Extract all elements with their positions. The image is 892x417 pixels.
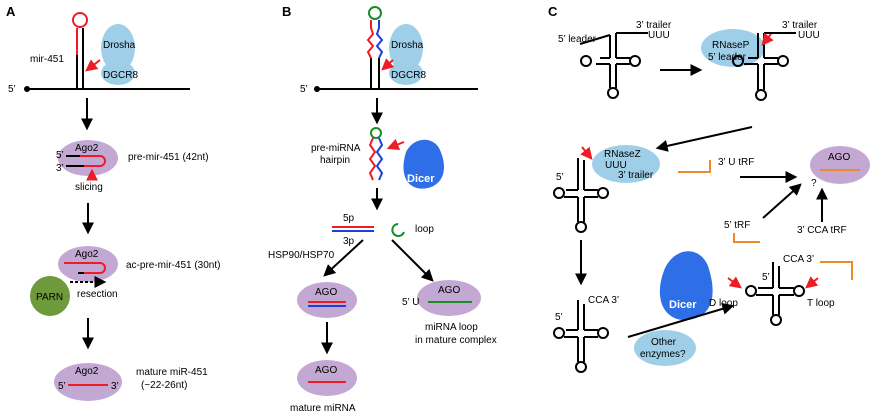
panel-c-text: 5’ leader 3’ trailer UUU (558, 20, 672, 45)
a-mature-five: 5’ (58, 381, 66, 392)
resection-label: resection (77, 289, 118, 300)
c-five-prime-2: 5’ (555, 312, 563, 323)
trna-rnasez (553, 158, 609, 233)
mirna-loop-label-1: miRNA loop (425, 322, 478, 333)
three-trailer-label-3: 3’ trailer (618, 170, 654, 181)
trna-mature (553, 300, 609, 373)
five-u-label: 5’ U (402, 297, 419, 308)
d-loop-label: D loop (709, 298, 738, 309)
other-label-1: Other (651, 337, 677, 348)
three-trailer-label-2: 3’ trailer (782, 20, 818, 31)
a-five-prime: 5’ (8, 84, 16, 95)
a-mature-three: 3’ (111, 381, 119, 392)
pre-mir451-label: pre-mir-451 (42nt) (128, 152, 209, 163)
other-enzymes-shape (634, 330, 696, 366)
dicer-shape-c (659, 251, 713, 321)
three-u-trf-label: 3’ U tRF (718, 157, 754, 168)
cca-label-1: CCA 3’ (588, 295, 619, 306)
three-trailer-label-1: 3’ trailer (636, 20, 672, 31)
t-loop-label: T loop (807, 298, 835, 309)
c-five-prime-1: 5’ (556, 172, 564, 183)
drosha-label: Drosha (103, 40, 136, 51)
b-drosha-label: Drosha (391, 40, 424, 51)
mature-mirna-label: mature miRNA (290, 403, 356, 414)
ago2-label-2: Ago2 (75, 249, 99, 260)
slicing-label: slicing (75, 182, 103, 193)
three-cca-trf-label: 3’ CCA tRF (797, 225, 847, 236)
3p-label: 3p (343, 236, 355, 247)
pre-mirna-label: pre-miRNA (311, 143, 361, 154)
a-pre-three: 3’ (56, 163, 64, 174)
loop-label: loop (415, 224, 434, 235)
rnasez-shape (592, 145, 660, 183)
c-ago-shape (810, 146, 870, 184)
drosha-shape (101, 24, 135, 72)
dicer-shape-b (403, 139, 444, 189)
b-dicer-label: Dicer (407, 173, 435, 185)
dgcr8-label: DGCR8 (103, 70, 138, 81)
panel-a: Drosha DGCR8 mir-451 5’ Ago2 5’ 3’ slici… (8, 12, 220, 401)
c-dicer-label: Dicer (669, 299, 697, 311)
ago2-label-3: Ago2 (75, 366, 99, 377)
rnasep-label: RNaseP (712, 40, 750, 51)
five-trf-label: 5’ tRF (724, 220, 750, 231)
panel-label-b: B (282, 4, 291, 19)
c-five-prime-3: 5’ (762, 272, 770, 283)
cca-label-2: CCA 3’ (783, 254, 814, 265)
panel-c (579, 32, 648, 99)
parn-label: PARN (36, 292, 63, 303)
b-dgcr8-label: DGCR8 (391, 70, 426, 81)
b-five-prime: 5’ (300, 84, 308, 95)
mirna-loop-label-2: in mature complex (415, 335, 497, 346)
uuu-label-3: UUU (605, 160, 627, 171)
trna-cleavage (745, 262, 805, 326)
rnasez-label: RNaseZ (604, 149, 641, 160)
ac-pre-label: ac-pre-mir-451 (30nt) (126, 260, 220, 271)
b-ago-2: AGO (438, 285, 460, 296)
a-pre-five: 5’ (56, 150, 64, 161)
mature-mir451-label: mature miR-451 (136, 367, 208, 378)
hairpin-label: hairpin (320, 155, 350, 166)
hsp-label: HSP90/HSP70 (268, 250, 335, 261)
b-ago-1: AGO (315, 287, 337, 298)
mature-length-label: (~22-26nt) (141, 380, 187, 391)
5p-label: 5p (343, 213, 355, 224)
dgcr8-shape (101, 61, 135, 85)
five-leader-label-2: 5’ leader (708, 52, 747, 63)
trna-precursor (580, 32, 648, 99)
question-label: ? (811, 178, 817, 189)
five-leader-label: 5’ leader (558, 34, 597, 45)
mir451-label: mir-451 (30, 54, 64, 65)
b-ago-3: AGO (315, 365, 337, 376)
panel-label-c: C (548, 4, 558, 19)
other-label-2: enzymes? (640, 349, 686, 360)
panel-b: Drosha DGCR8 5’ pre-miRNA hairpin Dicer … (268, 6, 497, 414)
uuu-label-1: UUU (648, 30, 670, 41)
c-ago-label: AGO (828, 152, 850, 163)
uuu-label-2: UUU (798, 30, 820, 41)
panel-label-a: A (6, 4, 16, 19)
ago2-label-1: Ago2 (75, 143, 99, 154)
